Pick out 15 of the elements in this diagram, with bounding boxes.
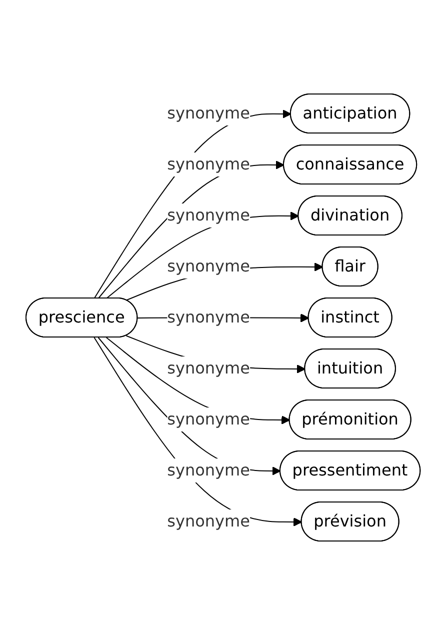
edge-label: synonyme	[167, 154, 250, 174]
arrow	[106, 337, 290, 424]
edge-label: synonyme	[167, 460, 250, 480]
arrow	[98, 160, 284, 299]
edge-label: synonyme	[167, 358, 250, 378]
arrow	[98, 337, 281, 476]
edge-label: synonyme	[167, 206, 250, 224]
arrow	[94, 337, 302, 526]
edge-label: synonyme	[167, 410, 250, 428]
arrow	[94, 110, 292, 299]
edge-label: synonyme	[167, 511, 250, 530]
edge-label: synonyme	[167, 104, 250, 123]
arrow	[106, 212, 299, 299]
edge-label: synonyme	[167, 256, 250, 276]
edge-label: synonyme	[167, 308, 250, 326]
